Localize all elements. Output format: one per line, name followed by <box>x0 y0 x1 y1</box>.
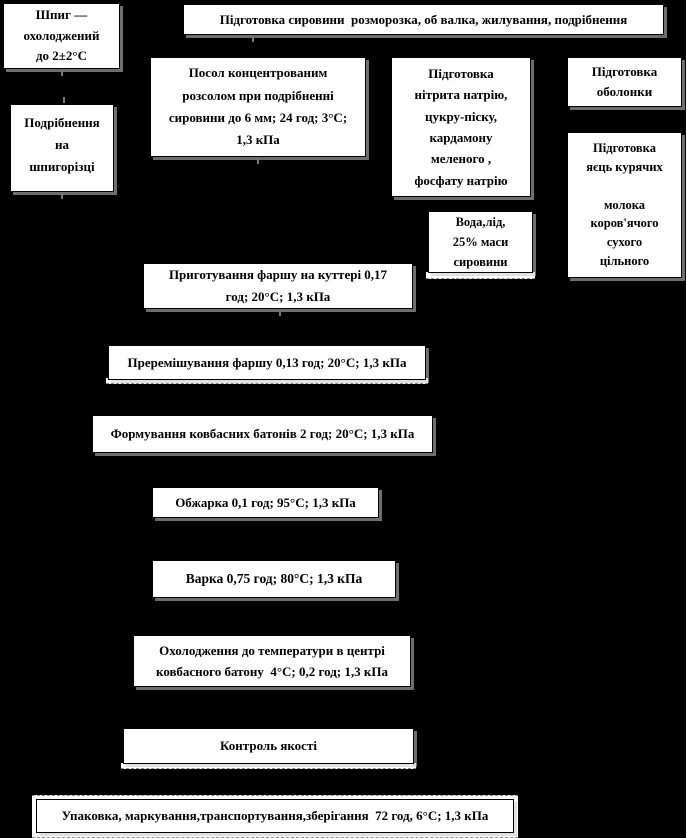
flow-box-water-ice: Вода,лід, 25% маси сировини <box>428 211 533 273</box>
flow-box-quality-control: Контроль якості <box>123 728 414 764</box>
flow-box-cooking: Варка 0,75 год; 80°С; 1,3 кПа <box>152 560 396 598</box>
connector-stub <box>257 158 259 164</box>
flow-box-packaging-storage: Упаковка, маркування,транспортування,збе… <box>36 799 514 833</box>
connector-stub <box>61 193 63 199</box>
flow-box-lard-shredding: Подрібнення на шпигорізці <box>10 104 114 192</box>
flow-box-casings-prep: Підготовка оболонки <box>567 57 682 107</box>
canvas-dashed-edge <box>121 763 416 769</box>
flow-box-cutter-mincing: Приготування фаршу на куттері 0,17 год; … <box>143 263 413 309</box>
flow-box-curing: Посол концентрованим розсолом при подріб… <box>150 57 366 157</box>
flow-box-raw-prep: Підготовка сировини розморозка, об валка… <box>183 4 664 35</box>
flow-box-cooling: Охолодження до температури в центрі ковб… <box>133 635 411 687</box>
flow-box-mince-mixing: Преремішування фаршу 0,13 год; 20°С; 1,3… <box>108 345 426 380</box>
flow-box-lard-cooled: Шпиг — охолоджений до 2±2°С <box>3 3 120 69</box>
connector-stub <box>252 36 254 42</box>
connector-stub <box>61 70 63 76</box>
flow-box-additives-prep: Підготовка нітрита натрію, цукру-піску, … <box>391 57 531 197</box>
flow-box-roasting: Обжарка 0,1 год; 95°С; 1,3 кПа <box>152 487 379 518</box>
flow-box-loaf-forming: Формування ковбасних батонів 2 год; 20°С… <box>92 415 433 453</box>
canvas-dashed-edge <box>426 272 535 279</box>
flow-box-eggs-milk-prep: Підготовка яєць курячих молока коров'ячо… <box>567 132 682 278</box>
canvas-dashed-edge <box>106 378 428 384</box>
connector-stub <box>63 97 65 103</box>
connector-stub <box>279 310 281 316</box>
